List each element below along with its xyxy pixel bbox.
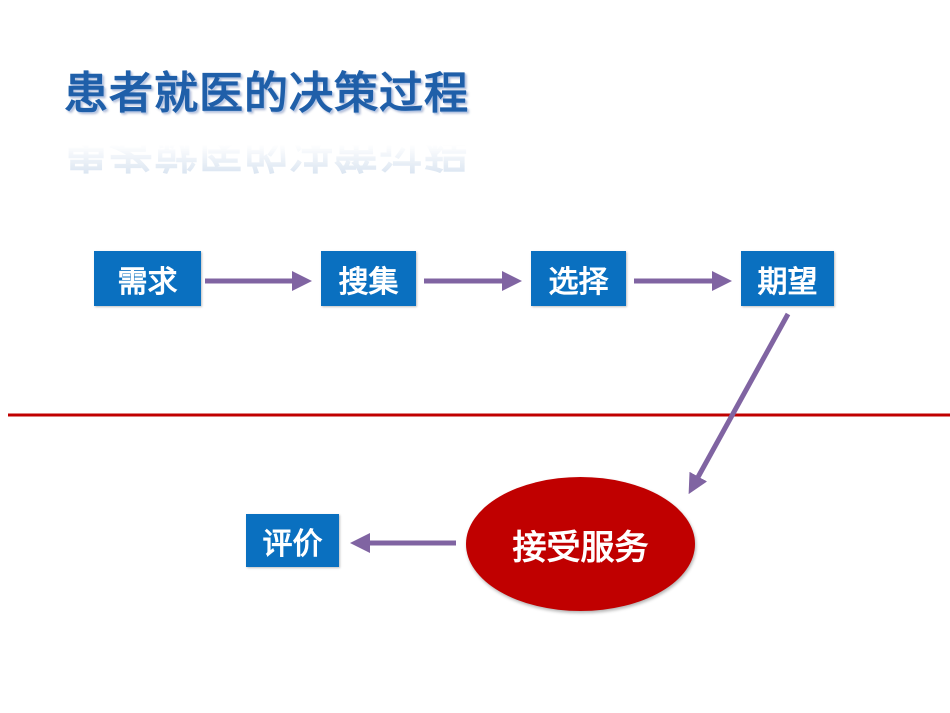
node-receive-service: 接受服务	[466, 477, 695, 611]
node-evaluate: 评价	[246, 514, 339, 567]
slide-title: 患者就医的决策过程	[64, 68, 469, 119]
node-need: 需求	[94, 251, 201, 306]
arrow-expect-to-service	[688, 312, 791, 495]
slide-title-wrap: 患者就医的决策过程 患者就医的决策过程	[64, 66, 469, 176]
node-search: 搜集	[321, 251, 416, 306]
node-choose: 选择	[531, 251, 626, 306]
node-expect: 期望	[741, 251, 834, 306]
